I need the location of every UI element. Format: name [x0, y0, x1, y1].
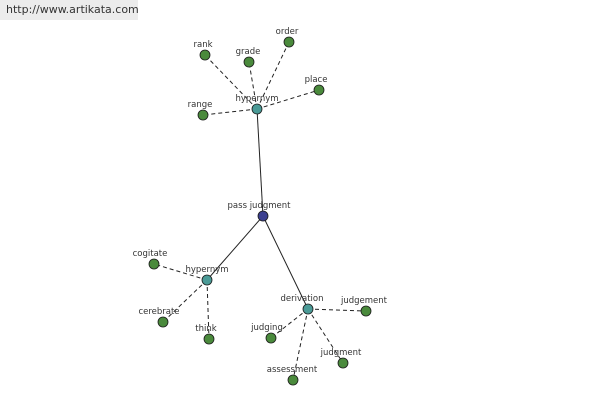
edge-pass_judgment-hypernym_top: [256, 108, 264, 217]
label-place: place: [305, 75, 328, 85]
edge-derivation-judgment: [307, 308, 344, 364]
node-word-judgment[interactable]: [337, 357, 349, 369]
label-cerebrate: cerebrate: [138, 307, 179, 317]
edge-hypernym_bottom-cerebrate: [162, 279, 208, 323]
edge-hypernym_bottom-cogitate: [153, 263, 208, 281]
edge-hypernym_top-rank: [204, 54, 258, 110]
node-word-grade[interactable]: [243, 56, 255, 68]
edge-pass_judgment-derivation: [262, 215, 309, 310]
node-relation-derivation[interactable]: [302, 303, 314, 315]
edge-pass_judgment-hypernym_bottom: [206, 215, 264, 281]
edge-derivation-judging: [270, 308, 309, 339]
node-word-judgement[interactable]: [360, 305, 372, 317]
label-order: order: [276, 27, 299, 37]
node-center-pass_judgment[interactable]: [257, 210, 269, 222]
graph-edges: [153, 41, 367, 381]
label-pass_judgment: pass judgment: [228, 201, 292, 211]
edge-hypernym_top-grade: [248, 61, 258, 110]
node-word-rank[interactable]: [199, 49, 211, 61]
edge-hypernym_top-range: [202, 108, 258, 116]
node-word-place[interactable]: [313, 84, 325, 96]
edge-derivation-assessment: [292, 308, 309, 381]
edge-hypernym_top-place: [256, 89, 320, 110]
node-relation-hypernym_bottom[interactable]: [201, 274, 213, 286]
label-hypernym_top: hypernym: [235, 94, 278, 104]
node-word-judging[interactable]: [265, 332, 277, 344]
edge-hypernym_top-order: [256, 41, 290, 110]
node-word-order[interactable]: [283, 36, 295, 48]
label-hypernym_bottom: hypernym: [185, 265, 228, 275]
label-judgement: judgement: [340, 296, 388, 306]
label-assessment: assessment: [267, 365, 318, 375]
node-word-cogitate[interactable]: [148, 258, 160, 270]
edge-derivation-judgement: [307, 308, 367, 312]
node-word-range[interactable]: [197, 109, 209, 121]
graph-labels: pass judgment hypernym rank grade order place…: [133, 27, 388, 375]
label-range: range: [188, 100, 213, 110]
label-judging: judging: [250, 323, 283, 333]
node-word-cerebrate[interactable]: [157, 316, 169, 328]
label-rank: rank: [193, 40, 212, 50]
label-derivation: derivation: [280, 294, 323, 304]
label-cogitate: cogitate: [133, 249, 168, 259]
node-relation-hypernym_top[interactable]: [251, 103, 263, 115]
label-think: think: [195, 324, 216, 334]
graph-nodes: [148, 36, 372, 386]
label-grade: grade: [236, 47, 261, 57]
node-word-assessment[interactable]: [287, 374, 299, 386]
node-word-think[interactable]: [203, 333, 215, 345]
edge-hypernym_bottom-think: [206, 279, 210, 340]
source-url[interactable]: http://www.artikata.com: [0, 0, 139, 20]
label-judgment: judgment: [320, 348, 362, 358]
